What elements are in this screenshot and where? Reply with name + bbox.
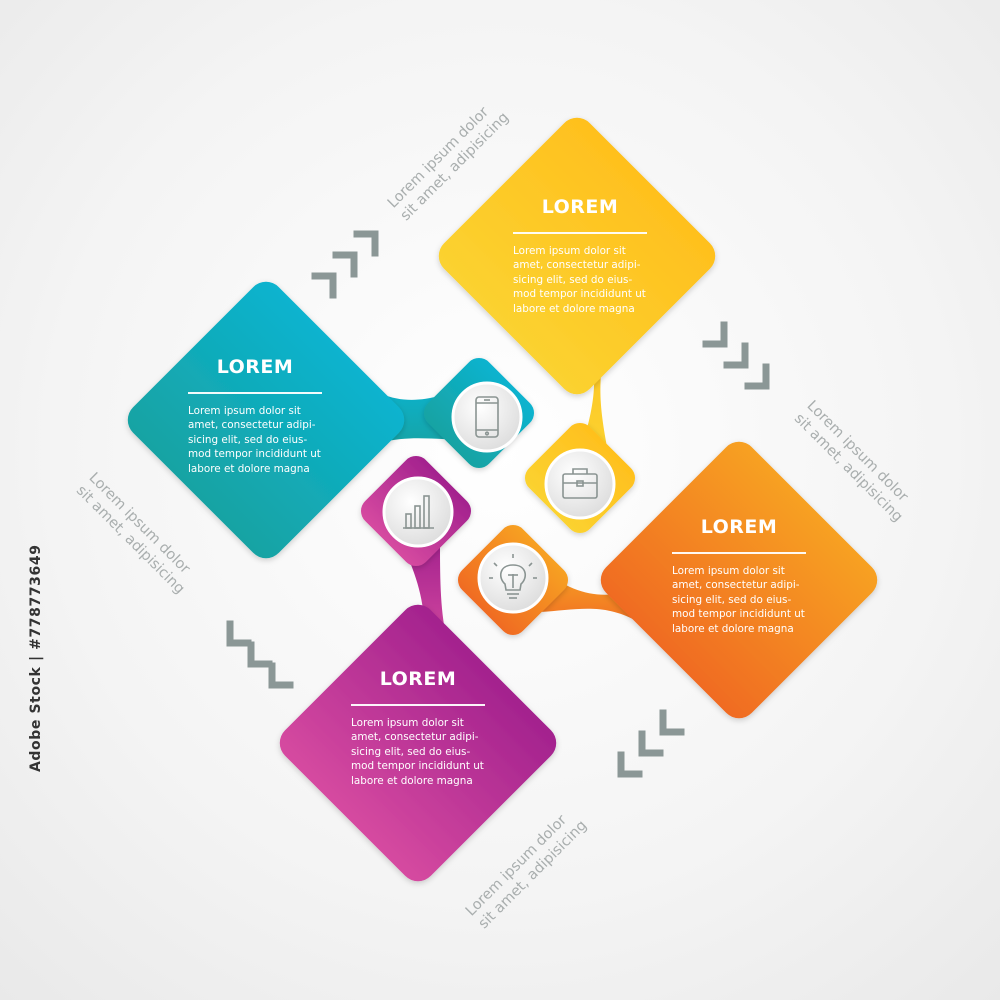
chevron-arrow (723, 342, 749, 369)
orange-step-title: LOREM (700, 516, 778, 538)
yellow-step-divider (513, 232, 647, 234)
teal-step-divider (188, 392, 322, 394)
chevron-arrow (247, 641, 273, 668)
chevron-arrow (638, 730, 664, 757)
lightbulb-icon (489, 554, 537, 599)
orange-diamond (600, 441, 878, 719)
teal-step-title: LOREM (216, 356, 294, 378)
bar-chart-icon (403, 495, 434, 529)
purple-step-body: Lorem ipsum dolor sit amet, consectetur … (351, 716, 484, 787)
chevron-arrow (702, 321, 728, 348)
briefcase-disc (544, 448, 616, 520)
smartphone-icon (475, 396, 499, 438)
purple-diamond (279, 604, 557, 882)
chevron-arrow (226, 620, 252, 647)
arrow-group-bottom-right (617, 709, 685, 778)
yellow-step-panel: LOREM Lorem ipsum dolor sit amet, consec… (513, 196, 647, 316)
chevron-arrow (311, 272, 337, 299)
briefcase-icon (562, 468, 598, 499)
chevron-arrow (617, 751, 643, 778)
chevron-arrow (353, 230, 379, 257)
chevron-arrow (268, 662, 294, 689)
lightbulb-disc (477, 542, 549, 614)
purple-step-title: LOREM (379, 668, 457, 690)
arrow-group-bottom-left (226, 620, 294, 689)
purple-step-panel: LOREM Lorem ipsum dolor sit amet, consec… (351, 668, 485, 788)
yellow-diamond (438, 117, 716, 395)
orange-connector (540, 568, 650, 630)
stock-credit: Adobe Stock | #778773649 (28, 544, 44, 772)
icon-discs (382, 381, 616, 614)
teal-diamond (127, 281, 405, 559)
chevron-arrow (659, 709, 685, 736)
bar-chart-disc (382, 476, 454, 548)
arrow-group-top-right (702, 321, 770, 390)
chevron-arrow (332, 251, 358, 278)
orange-step-body: Lorem ipsum dolor sit amet, consectetur … (672, 564, 805, 635)
yellow-step-title: LOREM (541, 196, 619, 218)
purple-step-divider (351, 704, 485, 706)
smartphone-disc (451, 381, 523, 453)
teal-step-body: Lorem ipsum dolor sit amet, consectetur … (188, 404, 321, 475)
arrow-group-top-left (311, 230, 379, 299)
orange-step-divider (672, 552, 806, 554)
teal-step-panel: LOREM Lorem ipsum dolor sit amet, consec… (188, 356, 322, 476)
chevron-arrow (744, 363, 770, 390)
yellow-step-body: Lorem ipsum dolor sit amet, consectetur … (513, 244, 646, 315)
orange-step-panel: LOREM Lorem ipsum dolor sit amet, consec… (672, 516, 806, 636)
